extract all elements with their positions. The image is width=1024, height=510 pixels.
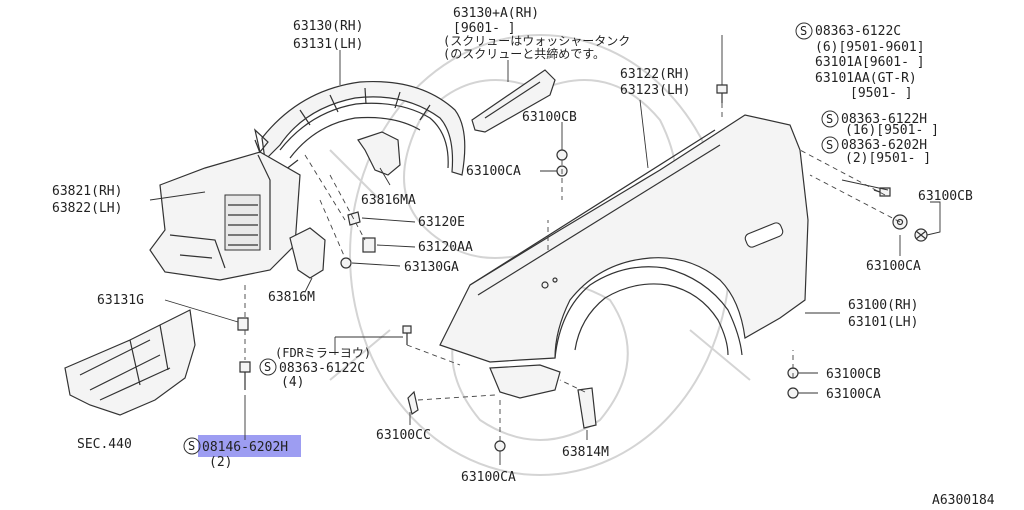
- seal-63816m[interactable]: [289, 227, 326, 279]
- s-symbol-1: S: [800, 24, 807, 38]
- fender-lower-bracket[interactable]: [489, 364, 561, 399]
- clip-63100ca-bottom[interactable]: [787, 387, 799, 399]
- inner-fender-liner[interactable]: [254, 80, 466, 176]
- front-fender[interactable]: [439, 114, 809, 363]
- label-63131g: 63131G: [97, 293, 144, 308]
- clip-63100cc[interactable]: [407, 390, 419, 415]
- label-qty-2: (2): [209, 455, 232, 470]
- label-qty-2-9501: (2)[9501- ]: [845, 151, 931, 166]
- label-08363-6202h: 08363-6202H: [841, 138, 927, 153]
- label-63123: 63123(LH): [620, 83, 690, 98]
- label-63816m: 63816M: [268, 290, 315, 305]
- label-63100: 63100(RH): [848, 298, 918, 313]
- label-63100cc: 63100CC: [376, 428, 431, 443]
- clip-63131g[interactable]: [237, 317, 249, 331]
- label-08363-6122c-bottom: 08363-6122C: [279, 361, 365, 376]
- label-63120aa: 63120AA: [418, 240, 473, 255]
- label-63100cb-right: 63100CB: [918, 189, 973, 204]
- clip-63130ga[interactable]: [340, 257, 352, 269]
- label-63101a: 63101A[9601- ]: [815, 55, 925, 70]
- label-63101: 63101(LH): [848, 315, 918, 330]
- label-08363-6122h: 08363-6122H: [841, 112, 927, 127]
- sec440-panel[interactable]: [64, 309, 196, 416]
- leader-lines: [149, 35, 941, 465]
- label-9501-a: [9501- ]: [850, 86, 913, 101]
- s-symbol-2: S: [826, 112, 833, 126]
- label-qty-16-9501: (16)[9501- ]: [845, 123, 939, 138]
- label-63100ca-bot-center: 63100CA: [461, 470, 516, 485]
- label-63100cb-top: 63100CB: [522, 110, 577, 125]
- s-symbol-3: S: [826, 138, 833, 152]
- mudguard-63814m[interactable]: [577, 387, 597, 429]
- label-08363-6122c: 08363-6122C: [815, 24, 901, 39]
- clip-63100ca-bot-center[interactable]: [494, 440, 506, 452]
- label-63122: 63122(RH): [620, 67, 690, 82]
- label-63130ga: 63130GA: [404, 260, 459, 275]
- label-63822: 63822(LH): [52, 201, 122, 216]
- highlight-box: [198, 435, 301, 457]
- diagram-code: A6300184: [932, 493, 995, 508]
- bolt-08363-6122c-bottom[interactable]: [402, 325, 412, 345]
- s-symbol-4: S: [264, 360, 271, 374]
- s-symbol-5: S: [188, 439, 195, 453]
- label-63816ma: 63816MA: [361, 193, 416, 208]
- label-qty-6-9501: (6)[9501-9601]: [815, 40, 925, 55]
- label-63100ca-top: 63100CA: [466, 164, 521, 179]
- label-63100cb-bottom: 63100CB: [826, 367, 881, 382]
- label-9601-a: [9601- ]: [453, 21, 516, 36]
- label-63130: 63130(RH): [293, 19, 363, 34]
- clip-63100cb-right[interactable]: [914, 228, 928, 242]
- label-08146-6202h: 08146-6202H: [202, 440, 288, 455]
- bracket-63130a[interactable]: [471, 69, 556, 133]
- clip-63120e[interactable]: [347, 211, 361, 226]
- label-63814m: 63814M: [562, 445, 609, 460]
- label-jp-note-1: (スクリューはウォッシャータンク: [443, 34, 630, 48]
- bolt-08363-6202h[interactable]: [873, 187, 891, 197]
- clip-63100cb-top[interactable]: [556, 149, 568, 161]
- clip-63120aa[interactable]: [362, 237, 376, 253]
- label-63100ca-right: 63100CA: [866, 259, 921, 274]
- label-63130a: 63130+A(RH): [453, 6, 539, 21]
- label-63100ca-bottom: 63100CA: [826, 387, 881, 402]
- bolt-08146[interactable]: [239, 361, 251, 390]
- splash-guard[interactable]: [149, 128, 301, 281]
- label-63120e: 63120E: [418, 215, 465, 230]
- s-symbols: S S S S S: [183, 22, 839, 455]
- label-jp-note-2: (のスクリューと共締めです。: [443, 46, 605, 61]
- label-63821: 63821(RH): [52, 184, 122, 199]
- label-fdr-mirror: (FDRミラーヨウ): [275, 346, 371, 360]
- bolt-08363-6122c-top[interactable]: [716, 84, 728, 103]
- label-63101aa: 63101AA(GT-R): [815, 71, 917, 86]
- label-sec440: SEC.440: [77, 437, 132, 452]
- label-63131: 63131(LH): [293, 37, 363, 52]
- seal-63816ma[interactable]: [357, 131, 401, 176]
- assembly-lines: [244, 103, 901, 441]
- part-labels: 63130(RH) 63131(LH) 63130+A(RH) [9601- ]…: [52, 6, 995, 508]
- label-qty-4: (4): [281, 375, 304, 390]
